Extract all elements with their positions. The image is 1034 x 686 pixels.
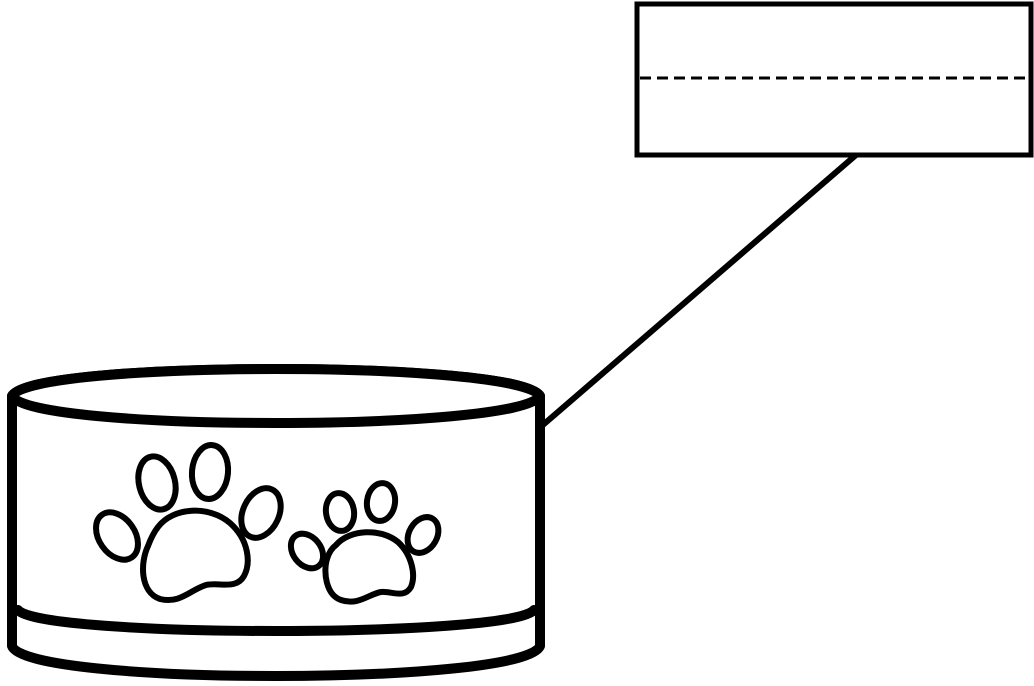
pet-bowl-icon	[12, 369, 540, 676]
bowl-rim	[12, 369, 540, 423]
